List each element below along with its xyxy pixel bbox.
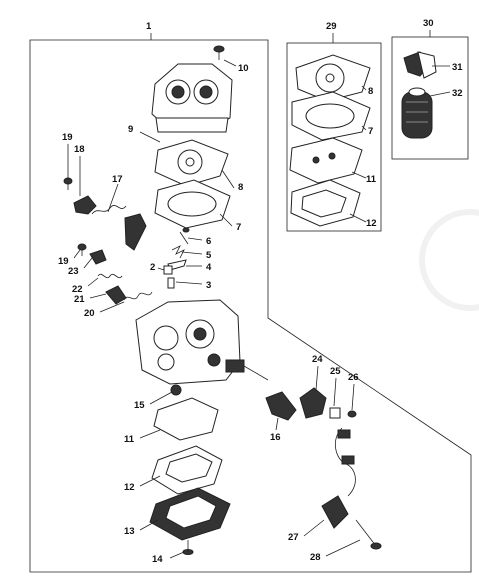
callout-17: 17 xyxy=(112,174,123,185)
screw-26 xyxy=(347,410,357,418)
jet-3 xyxy=(167,277,175,289)
callout-6: 6 xyxy=(206,236,211,247)
diaphragm-11 xyxy=(153,397,219,441)
inset-callout-8: 8 xyxy=(368,86,373,97)
callout-12: 12 xyxy=(124,482,135,493)
diaphragm-kit-label: 29 xyxy=(326,21,337,32)
callout-10: 10 xyxy=(238,63,249,74)
spring-lever-17 xyxy=(91,205,147,251)
spring-22 xyxy=(97,273,123,279)
callout-16: 16 xyxy=(270,432,281,443)
inset-diaphragm-8 xyxy=(295,54,371,102)
gasket-7 xyxy=(154,179,231,229)
inset-filter-32 xyxy=(401,87,433,139)
callout-19-lower: 19 xyxy=(58,256,69,267)
part-27 xyxy=(321,495,349,529)
carburetor-top-housing xyxy=(151,63,233,133)
cover-13 xyxy=(149,487,231,541)
inset-callout-12: 12 xyxy=(366,218,377,229)
inset-fitting-31 xyxy=(403,51,437,79)
watermark-logo xyxy=(419,209,479,311)
inset-diaphragm-11 xyxy=(289,137,363,184)
part-16 xyxy=(265,391,297,421)
inset-callout-7: 7 xyxy=(368,126,373,137)
callout-3: 3 xyxy=(206,280,211,291)
inset-gasket-12 xyxy=(290,179,361,227)
callout-22: 22 xyxy=(72,284,83,295)
part-25 xyxy=(329,407,341,419)
callout-20: 20 xyxy=(84,308,95,319)
callout-9: 9 xyxy=(128,124,133,135)
carburetor-body xyxy=(135,299,269,385)
spring-20 xyxy=(123,291,153,301)
callout-24: 24 xyxy=(312,354,323,365)
callout-7: 7 xyxy=(236,222,241,233)
callout-8: 8 xyxy=(238,182,243,193)
inset-callout-31: 31 xyxy=(452,62,463,73)
lever-18 xyxy=(73,195,97,215)
callout-23: 23 xyxy=(68,266,79,277)
diaphragm-8 xyxy=(154,139,229,187)
callout-27: 27 xyxy=(288,532,299,543)
inset-callout-32: 32 xyxy=(452,88,463,99)
gasket-12 xyxy=(151,445,223,495)
callout-19-upper: 19 xyxy=(62,132,73,143)
elbow-24 xyxy=(299,387,327,419)
needle-6 xyxy=(179,227,190,245)
callout-25: 25 xyxy=(330,366,341,377)
inset-gasket-7 xyxy=(291,91,371,141)
callout-11: 11 xyxy=(124,434,135,445)
main-assembly-frame xyxy=(29,39,472,573)
filter-kit-label: 30 xyxy=(423,18,434,29)
leader-lines xyxy=(67,59,451,559)
spring-5 xyxy=(171,245,185,259)
callout-4: 4 xyxy=(206,262,212,273)
cable-harness xyxy=(334,427,356,497)
jet-2 xyxy=(163,265,173,275)
callout-28: 28 xyxy=(310,552,321,563)
screw-19-lower xyxy=(77,243,87,256)
callout-15: 15 xyxy=(134,400,145,411)
part-23 xyxy=(89,249,107,265)
callout-26: 26 xyxy=(348,372,359,383)
screw-10 xyxy=(213,45,225,60)
callout-13: 13 xyxy=(124,526,135,537)
inset-callout-11: 11 xyxy=(366,174,377,185)
callout-5: 5 xyxy=(206,250,212,261)
callout-2: 2 xyxy=(150,262,155,273)
screw-14 xyxy=(182,540,194,555)
part-15 xyxy=(170,384,182,396)
lever-21 xyxy=(105,285,127,305)
callout-14: 14 xyxy=(152,554,163,565)
callout-21: 21 xyxy=(74,294,85,305)
screw-28 xyxy=(355,519,382,550)
main-assembly-label: 1 xyxy=(146,21,152,32)
diaphragm-kit-inset xyxy=(286,42,382,232)
callout-18: 18 xyxy=(74,144,85,155)
